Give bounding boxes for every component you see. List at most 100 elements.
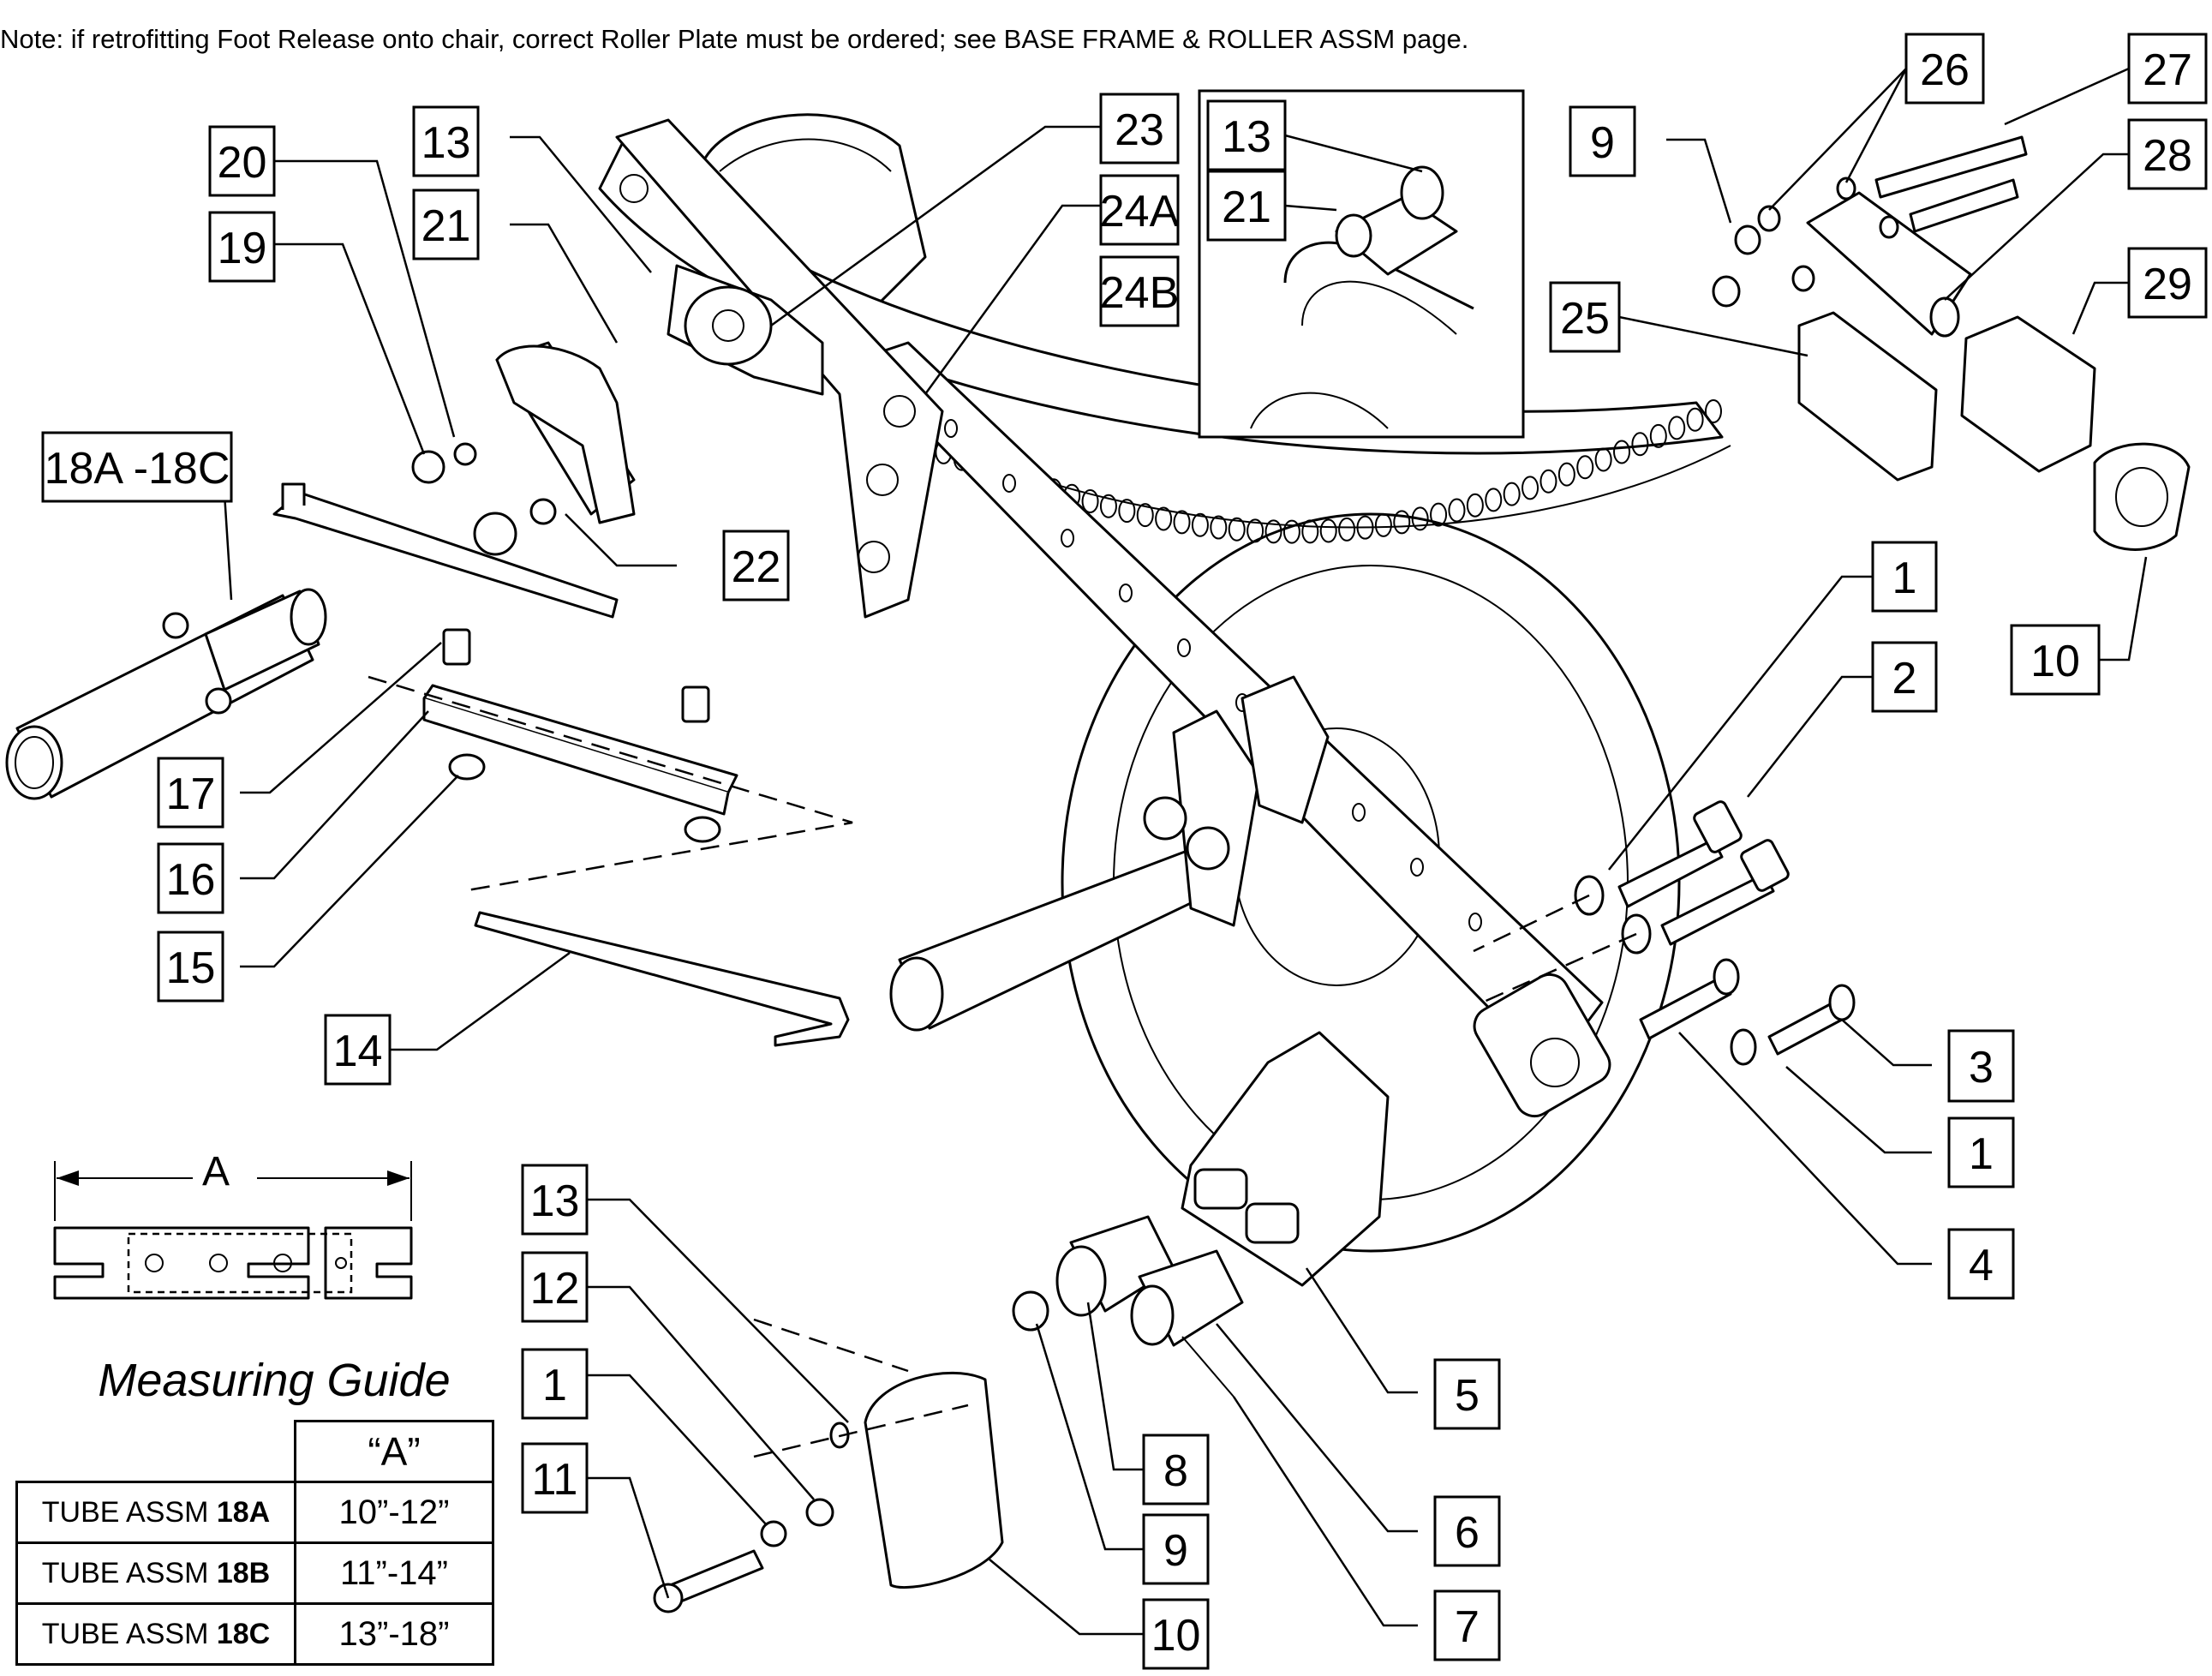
callout-number: 1 [542,1361,567,1410]
callout-number: 25 [1560,294,1610,344]
lower-rod-drawing [474,911,850,1047]
blank-cell [16,1421,296,1483]
roller [1228,517,1246,542]
measuring-guide-table: “A” TUBE ASSM 18A 10”-12” TUBE ASSM 18B … [15,1420,494,1666]
tube-name-cell: TUBE ASSM 18A [15,1481,296,1544]
callout-number: 8 [1163,1446,1188,1496]
callout-number: 24A [1100,187,1180,236]
roller [1393,510,1411,535]
callout-box: 22 [722,530,790,602]
roller [1099,494,1117,518]
callout-number: 20 [218,138,267,188]
plate-assembly-drawing [615,118,944,619]
roller [1613,440,1631,464]
dimension-a-label: A [202,1149,230,1194]
range-cell: 11”-14” [294,1541,494,1605]
frame-hole [1410,858,1424,877]
callout-box: 13 [1206,99,1287,171]
upper-right-parts-drawing [1712,135,2191,551]
callout-number: 3 [1969,1043,1994,1092]
callout-number: 21 [421,201,471,251]
frame-hole [1177,638,1191,657]
callout-box: 17 [157,757,224,829]
roller [1191,512,1209,537]
callout-number: 22 [732,542,781,592]
callout-number: 19 [218,224,267,273]
callout-box: 1 [1947,1116,2015,1188]
roller [1282,519,1300,544]
callout-box: 26 [1904,33,1985,105]
callout-number: 13 [1222,112,1271,162]
table-row: TUBE ASSM 18C 13”-18” [15,1602,494,1666]
callout-box: 21 [1206,170,1287,242]
callout-box: 1 [521,1348,589,1420]
frame-hole [1002,474,1016,493]
callout-box: 27 [2127,33,2208,105]
roller [1668,416,1686,440]
roller [1649,423,1667,448]
tube-name-cell: TUBE ASSM 18C [15,1602,296,1666]
footplate-lower-drawing [653,1318,1004,1613]
callout-number: 11 [532,1455,578,1505]
callout-box: 5 [1433,1358,1501,1430]
callout-number: 27 [2143,45,2192,95]
tube-assembly-drawing [5,588,327,800]
callout-number: 12 [530,1264,580,1314]
callout-box: 7 [1433,1589,1501,1661]
callout-box: 3 [1947,1029,2015,1103]
callout-number: 1 [1969,1129,1994,1179]
roller [1503,482,1521,506]
callout-number: 16 [166,855,216,905]
callout-box: 25 [1549,281,1621,353]
callout-number: 15 [166,943,216,993]
callout-number: 6 [1455,1508,1480,1558]
callout-number: 29 [2143,260,2192,309]
callout-number: 9 [1590,118,1615,168]
leader-lines [197,67,2148,1636]
roller [1356,515,1374,540]
callout-box: 8 [1142,1434,1210,1505]
right-bolts-drawing [1473,800,1856,1066]
roller [1448,498,1466,523]
callout-box: 4 [1947,1228,2015,1300]
column-header-a: “A” [294,1420,494,1483]
callout-number: 9 [1163,1526,1188,1576]
roller [1411,506,1429,531]
callout-number: 23 [1115,105,1164,155]
roller [1539,469,1557,494]
roller [1173,510,1191,535]
frame-hole [944,419,958,438]
roller [1686,407,1704,432]
roller [1430,502,1448,527]
roller [1301,519,1319,544]
roller [1521,476,1539,500]
roller [1264,519,1282,544]
callout-number: 13 [530,1176,580,1226]
callout-box: 24B [1099,255,1180,327]
callout-box: 9 [1142,1513,1210,1585]
table-row: TUBE ASSM 18A 10”-12” [15,1481,494,1544]
callout-box: 2 [1871,641,1938,713]
roller [1136,503,1154,528]
footplate-brackets-drawing [1143,675,1330,927]
callout-box: 12 [521,1251,589,1323]
roller [1631,432,1649,457]
callout-box: 21 [412,189,480,260]
callout-box: 13 [521,1164,589,1236]
measuring-guide-title: Measuring Guide [98,1355,451,1406]
roller [1485,488,1503,512]
axle-tube-drawing [889,838,1235,1032]
callout-box: 13 [412,105,480,177]
callout-box: 24A [1099,174,1180,246]
lower-small-parts-drawing [1012,1215,1244,1398]
tube-name-cell: TUBE ASSM 18B [15,1541,296,1605]
callout-box: 19 [208,211,276,283]
callout-box: 20 [208,125,276,197]
base-frame-drawing [855,341,1611,1118]
callout-box: 16 [157,842,224,914]
callout-box: 29 [2127,247,2208,319]
callout-box: 10 [1142,1598,1210,1670]
roller [1557,462,1575,487]
callout-number: 4 [1969,1241,1994,1290]
